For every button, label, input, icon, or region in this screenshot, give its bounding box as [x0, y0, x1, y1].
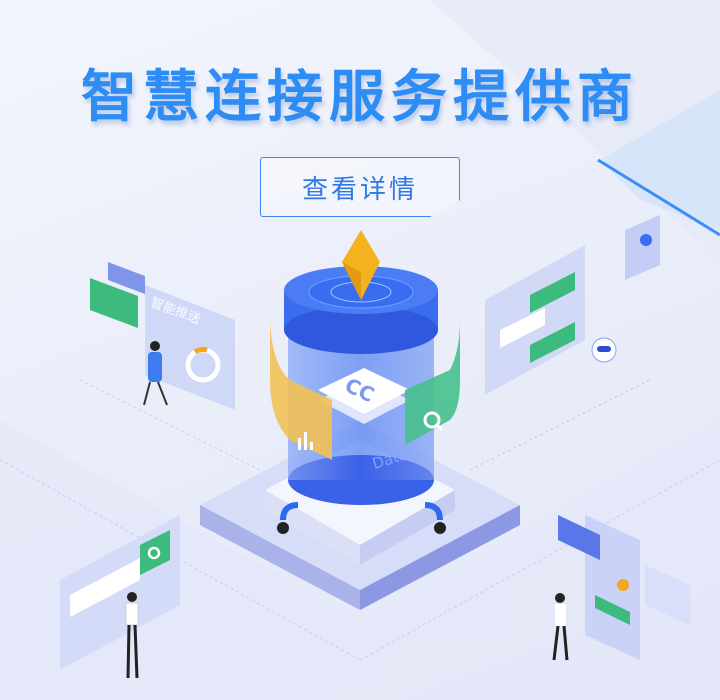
bottom-right-phone-panel: [552, 515, 690, 661]
page-title: 智慧连接服务提供商: [81, 65, 639, 130]
bottom-left-search-panel: [60, 515, 180, 679]
data-cylinder: [270, 230, 460, 505]
left-push-panel: [90, 262, 235, 410]
right-chat-panel: [485, 215, 660, 395]
view-details-button[interactable]: 查看详情: [260, 157, 460, 217]
